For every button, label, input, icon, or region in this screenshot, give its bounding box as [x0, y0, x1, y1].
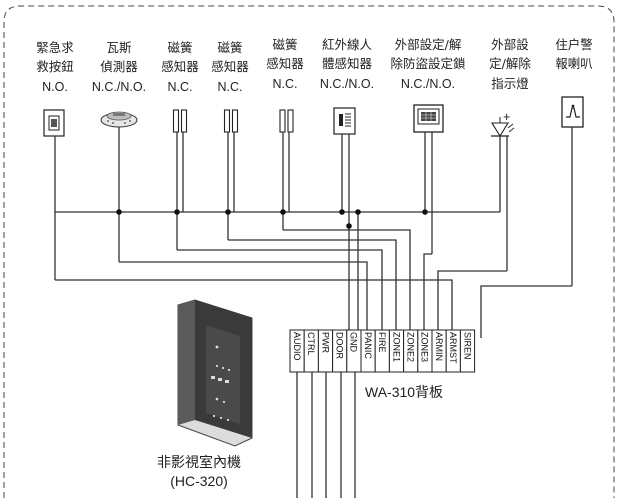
device-7-name-line2: 除防盜設定鎖: [390, 56, 466, 71]
panel-label: WA-310背板: [365, 384, 443, 400]
dashed-frame: [3, 5, 615, 498]
device-1-contact: N.O.: [42, 80, 68, 94]
svg-text:+: +: [503, 110, 510, 124]
device-5-contact: N.C.: [273, 77, 298, 91]
terminal-cell: [459, 329, 476, 373]
device-8-name-line3: 指示燈: [491, 76, 529, 91]
indoor-unit-icon: [177, 299, 253, 447]
terminal-label: FIRE: [377, 332, 387, 353]
magnetic-sensor-icon: [279, 109, 294, 133]
terminal-label: ZONE3: [420, 332, 430, 362]
device-2-contact: N.C./N.O.: [92, 80, 146, 94]
terminal-label: ZONE2: [406, 332, 416, 362]
device-5-name-line1: 磁簧: [272, 37, 297, 52]
emergency-button-icon: [43, 109, 65, 137]
device-9-name-line1: 住户警: [555, 37, 593, 52]
device-6-name-line1: 紅外線人: [322, 37, 373, 52]
terminal-label: ARMIN: [434, 332, 444, 361]
indoor-unit-model: (HC-320): [170, 473, 228, 489]
siren-speaker-icon: [561, 96, 584, 128]
terminal-block: AUDIO CTRL PWR DOOR GND PANIC FIRE ZONE1 ZONE2 ZO…: [289, 329, 476, 373]
terminal-label: ARMST: [448, 332, 458, 364]
device-9-name-line2: 報喇叭: [555, 56, 593, 71]
device-5-name-line2: 感知器: [266, 56, 304, 71]
gas-detector-icon: [100, 111, 138, 128]
device-1-name-line1: 緊急求: [36, 40, 74, 55]
terminal-label: SIREN: [462, 332, 472, 360]
pir-sensor-icon: [333, 107, 356, 135]
device-8-name-line2: 定/解除: [489, 56, 531, 71]
device-6-contact: N.C./N.O.: [320, 77, 374, 91]
device-4-name-line2: 感知器: [211, 59, 249, 74]
magnetic-sensor-icon: [223, 109, 239, 133]
device-2-name-line2: 偵測器: [100, 59, 138, 74]
device-6-name-line2: 體感知器: [322, 56, 373, 71]
terminal-label: PWR: [320, 332, 330, 353]
terminal-label: ZONE1: [391, 332, 401, 362]
device-labels: 緊急求 救按鈕 N.O. 瓦斯 偵測器 N.C./N.O. 磁簧 感知器 N.C…: [36, 37, 593, 94]
junction-dots: [116, 209, 428, 229]
terminal-label: DOOR: [335, 332, 345, 360]
device-4-contact: N.C.: [218, 80, 243, 94]
device-3-name-line1: 磁簧: [167, 40, 192, 55]
terminal-label: GND: [349, 332, 359, 353]
device-3-name-line2: 感知器: [161, 59, 199, 74]
terminal-label: AUDIO: [292, 332, 302, 361]
terminal-label: PANIC: [363, 332, 373, 359]
device-1-name-line2: 救按鈕: [36, 59, 74, 74]
indicator-lamp-icon: +: [491, 110, 515, 138]
indoor-unit-name: 非影視室內機: [157, 454, 241, 470]
device-7-name-line1: 外部設定/解: [395, 37, 462, 52]
magnetic-sensor-icon: [172, 109, 188, 133]
wiring: [54, 127, 573, 498]
device-4-name-line1: 磁簧: [217, 40, 242, 55]
device-8-name-line1: 外部設: [491, 37, 529, 52]
device-7-contact: N.C./N.O.: [401, 77, 455, 91]
device-2-name-line1: 瓦斯: [106, 40, 131, 55]
device-3-contact: N.C.: [168, 80, 193, 94]
terminal-label: CTRL: [306, 332, 316, 356]
keypad-lock-icon: [413, 104, 444, 133]
